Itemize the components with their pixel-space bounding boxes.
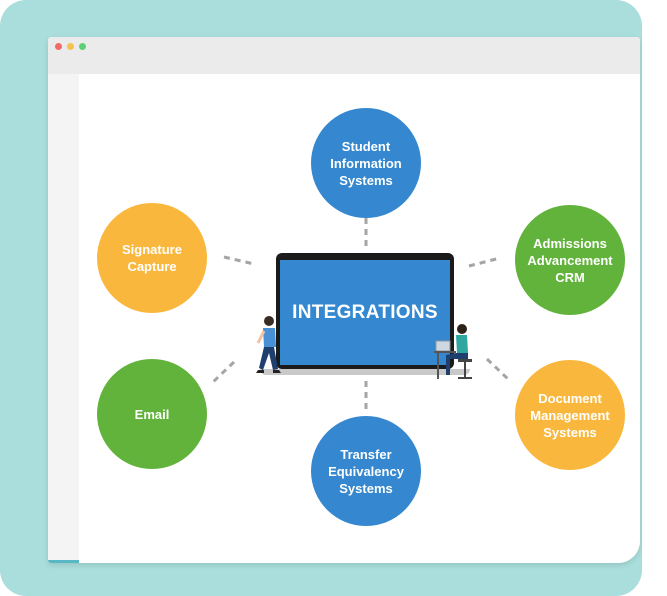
node-label: Signature Capture: [122, 242, 182, 274]
laptop-screen: INTEGRATIONS: [280, 260, 450, 365]
node-label: Student Information Systems: [330, 138, 402, 188]
close-window-button[interactable]: [55, 43, 62, 50]
laptop-base: [260, 369, 470, 375]
node-admissions-advancement-crm: Admissions Advancement CRM: [515, 205, 625, 315]
center-title: INTEGRATIONS: [292, 301, 438, 323]
person-standing-icon: [256, 316, 281, 373]
laptop-screen-frame: INTEGRATIONS: [276, 253, 454, 369]
node-email: Email: [97, 359, 207, 469]
scroll-indicator: [48, 560, 79, 563]
node-label: Admissions Advancement CRM: [527, 235, 613, 285]
node-signature-capture: Signature Capture: [97, 203, 207, 313]
node-label: Document Management Systems: [530, 390, 610, 440]
minimize-window-button[interactable]: [67, 43, 74, 50]
laptop-icon: INTEGRATIONS: [250, 253, 480, 381]
node-document-management-systems: Document Management Systems: [515, 360, 625, 470]
browser-titlebar: [48, 37, 640, 74]
node-transfer-equivalency-systems: Transfer Equivalency Systems: [311, 416, 421, 526]
node-label: Email: [134, 406, 170, 422]
node-label: Transfer Equivalency Systems: [328, 446, 404, 496]
person-sitting-icon: [434, 324, 472, 379]
maximize-window-button[interactable]: [79, 43, 86, 50]
node-student-information-systems: Student Information Systems: [311, 108, 421, 218]
